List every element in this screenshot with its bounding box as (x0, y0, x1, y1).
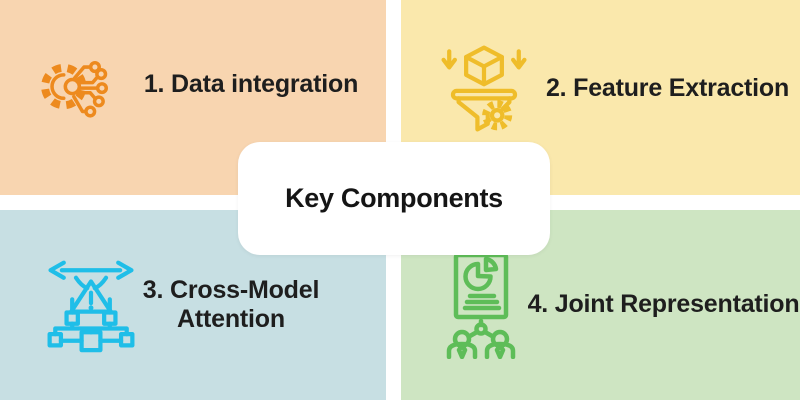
flowchart-warning-arrows-icon (44, 254, 138, 356)
quadrant-label-feature-extraction: 2. Feature Extraction (545, 73, 790, 102)
quadrant-label-joint-representation: 4. Joint Representation (527, 290, 800, 319)
ai-gear-circuit-icon (38, 44, 116, 126)
center-title-card: Key Components (238, 142, 550, 255)
quadrant-label-cross-model-attention: 3. Cross-Model Attention (142, 275, 320, 334)
cube-funnel-gear-icon (437, 41, 531, 137)
report-chart-people-icon (441, 251, 523, 359)
quadrant-label-data-integration: 1. Data integration (143, 69, 359, 98)
page-title: Key Components (285, 183, 503, 213)
